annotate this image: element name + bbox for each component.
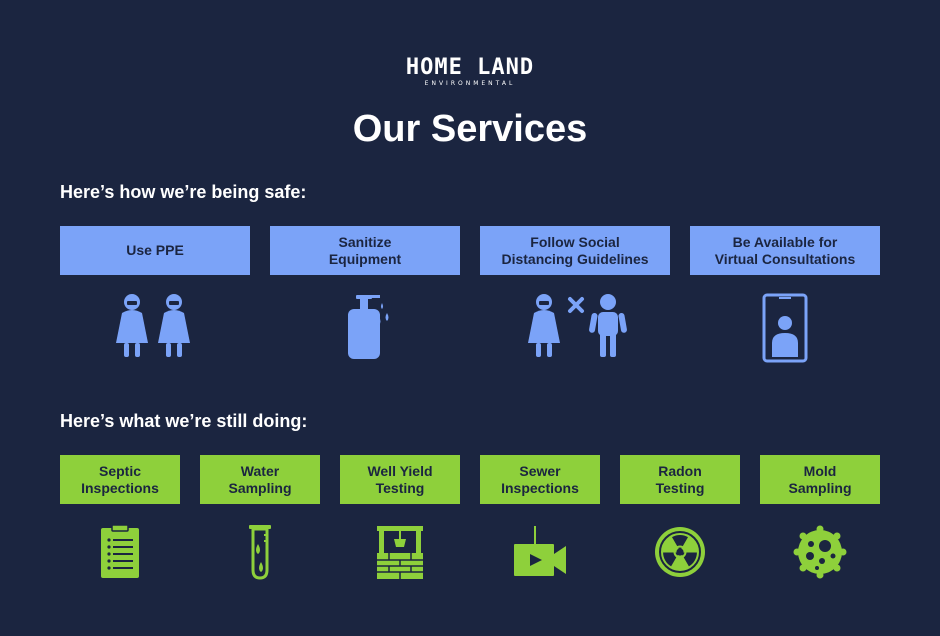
safe-label-distancing: Follow Social Distancing Guidelines xyxy=(480,226,670,275)
doing-section-heading: Here’s what we’re still doing: xyxy=(60,411,308,431)
safe-section-heading: Here’s how we’re being safe: xyxy=(60,182,307,202)
logo-main-text: HOME LAND xyxy=(405,55,535,80)
ppe-people-icon xyxy=(116,294,190,357)
safe-label-ppe: Use PPE xyxy=(60,226,250,275)
service-label-radon: Radon Testing xyxy=(620,455,740,504)
social-distancing-icon xyxy=(528,294,627,357)
services-row: Septic Inspections Water Sampling xyxy=(60,455,880,580)
video-camera-icon xyxy=(514,526,566,576)
test-tube-icon xyxy=(249,525,271,580)
mold-spore-icon xyxy=(793,525,847,579)
service-label-mold: Mold Sampling xyxy=(760,455,880,504)
logo-sub-text: ENVIRONMENTAL xyxy=(424,80,516,87)
company-logo: HOME LAND ENVIRONMENTAL xyxy=(0,56,940,88)
safe-label-virtual: Be Available for Virtual Consultations xyxy=(690,226,880,275)
radiation-icon xyxy=(655,527,705,577)
service-card-sewer: Sewer Inspections xyxy=(480,455,600,580)
service-label-well: Well Yield Testing xyxy=(340,455,460,504)
page-title: Our Services xyxy=(352,108,588,150)
water-well-icon xyxy=(377,526,423,579)
safe-card-ppe: Use PPE xyxy=(60,226,250,363)
service-card-septic: Septic Inspections xyxy=(60,455,180,580)
video-call-phone-icon xyxy=(762,293,808,363)
service-label-water: Water Sampling xyxy=(200,455,320,504)
clipboard-icon xyxy=(101,524,139,578)
service-card-mold: Mold Sampling xyxy=(760,455,880,580)
safe-card-virtual: Be Available for Virtual Consultations xyxy=(690,226,880,363)
safe-card-distancing: Follow Social Distancing Guidelines xyxy=(480,226,670,363)
safe-label-sanitize: Sanitize Equipment xyxy=(270,226,460,275)
safe-card-sanitize: Sanitize Equipment xyxy=(270,226,460,363)
service-card-well: Well Yield Testing xyxy=(340,455,460,580)
service-card-water: Water Sampling xyxy=(200,455,320,580)
safe-practices-row: Use PPE Sanitize Equipment xyxy=(60,226,880,363)
service-label-septic: Septic Inspections xyxy=(60,455,180,504)
sanitizer-bottle-icon xyxy=(348,295,389,359)
service-card-radon: Radon Testing xyxy=(620,455,740,580)
service-label-sewer: Sewer Inspections xyxy=(480,455,600,504)
